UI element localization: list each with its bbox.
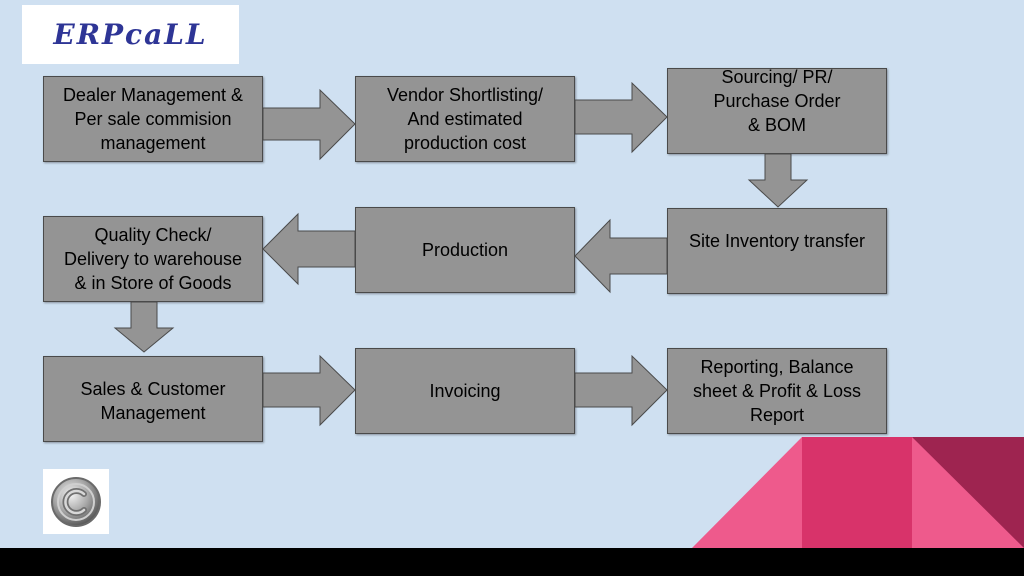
decor-pink-right bbox=[912, 437, 1024, 548]
logo: ERPcaLL bbox=[22, 5, 239, 64]
quality-check-box: Quality Check/ Delivery to warehouse & i… bbox=[43, 216, 263, 302]
dealer-management-box: Dealer Management & Per sale commision m… bbox=[43, 76, 263, 162]
vendor-shortlisting-label: Vendor Shortlisting/ And estimated produ… bbox=[386, 85, 544, 153]
bottom-bar bbox=[0, 548, 1024, 576]
sales-customer-label: Sales & Customer Management bbox=[80, 379, 226, 423]
reporting-box: Reporting, Balance sheet & Profit & Loss… bbox=[667, 348, 887, 434]
sourcing-box: Sourcing/ PR/ Purchase Order & BOM bbox=[667, 67, 887, 154]
decor-pink-left bbox=[692, 437, 802, 548]
copyright-badge bbox=[43, 469, 109, 534]
reporting-label: Reporting, Balance sheet & Profit & Loss… bbox=[692, 357, 862, 425]
decor-crimson-block bbox=[802, 437, 912, 548]
production-box: Production bbox=[355, 207, 575, 293]
invoicing-box: Invoicing bbox=[355, 348, 575, 434]
site-inventory-box: Site Inventory transfer bbox=[667, 208, 887, 294]
vendor-shortlisting-box: Vendor Shortlisting/ And estimated produ… bbox=[355, 76, 575, 162]
copyright-icon bbox=[51, 477, 101, 527]
production-label: Production bbox=[421, 240, 509, 260]
sourcing-label: Sourcing/ PR/ Purchase Order & BOM bbox=[713, 67, 841, 135]
sales-customer-box: Sales & Customer Management bbox=[43, 356, 263, 442]
dealer-management-label: Dealer Management & Per sale commision m… bbox=[62, 85, 244, 153]
quality-check-label: Quality Check/ Delivery to warehouse & i… bbox=[63, 225, 243, 293]
site-inventory-label: Site Inventory transfer bbox=[688, 231, 866, 251]
invoicing-label: Invoicing bbox=[429, 381, 501, 401]
logo-text: ERPcaLL bbox=[53, 18, 208, 51]
